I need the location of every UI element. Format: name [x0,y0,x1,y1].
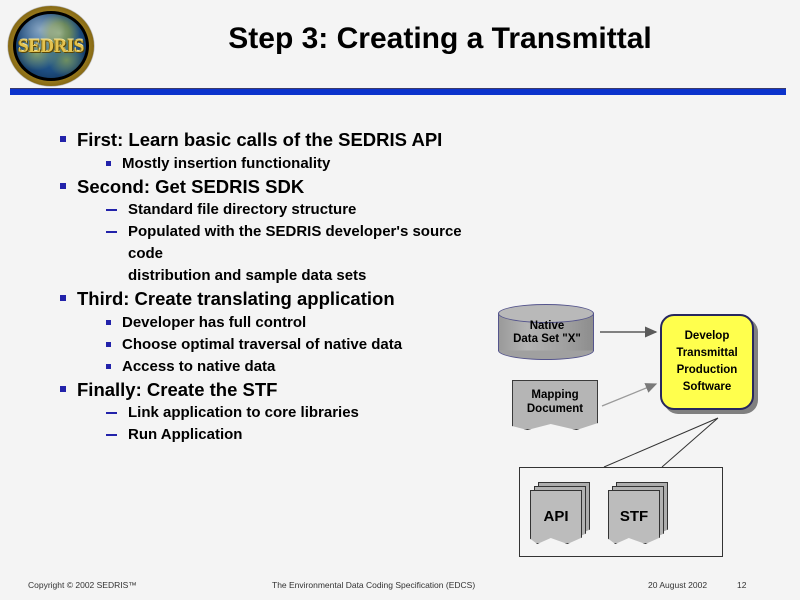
dash-bullet-icon [106,412,117,414]
bullet-text: First: Learn basic calls of the SEDRIS A… [77,129,443,150]
outputs-callout-box [519,467,723,557]
document-icon [530,490,582,544]
square-bullet-icon [60,295,66,301]
bullet-text: Standard file directory structure [128,201,357,218]
bullet-list: First: Learn basic calls of the SEDRIS A… [60,128,490,446]
stf-label: STF [619,508,649,525]
process-box: Develop Transmittal Production Software [660,314,754,410]
bullet-text: Third: Create translating application [77,288,395,309]
sedris-globe-logo-icon: SEDRIS [8,6,94,86]
bullet-text: Mostly insertion functionality [122,154,331,172]
process-box-line3: Production [676,364,738,376]
list-item: Mostly insertion functionality [106,153,490,175]
footer-subtitle: The Environmental Data Coding Specificat… [272,580,476,590]
list-item: Developer has full control [106,312,490,334]
title-divider-rule [10,88,786,95]
native-dataset-line1: Native [529,320,565,332]
bullet-text-continuation: distribution and sample data sets [128,267,367,284]
square-bullet-icon [60,385,66,392]
stf-document-stack: STF [608,482,668,544]
footer-date: 20 August 2002 [648,580,708,590]
logo-wordmark: SEDRIS [18,36,84,57]
bullet-text: Link application to core libraries [128,404,359,421]
process-box-label: Develop Transmittal Production Software [662,328,752,396]
square-bullet-icon [106,160,111,166]
document-icon [512,380,598,430]
globe-icon [16,14,86,78]
list-item: First: Learn basic calls of the SEDRIS A… [60,128,490,153]
bullet-text: Populated with the SEDRIS developer's so… [128,223,462,262]
dash-bullet-icon [106,434,117,436]
document-icon [608,490,660,544]
mapping-document-label: Mapping Document [512,388,598,416]
bullet-text: Access to native data [122,357,276,375]
logo-black-field [13,11,89,81]
footer-page-number: 12 [737,580,747,590]
square-bullet-icon [60,136,66,142]
mapping-document-line2: Document [526,403,584,415]
list-item: Run Application [106,424,490,446]
square-bullet-icon [106,319,111,325]
bullet-text: Second: Get SEDRIS SDK [77,175,305,197]
bullet-text: Developer has full control [122,313,307,331]
list-item: Link application to core libraries [106,402,490,424]
mapping-document-shape: Mapping Document [512,380,598,430]
list-item: Third: Create translating application [60,287,490,312]
api-document-stack: API [530,482,590,544]
native-dataset-cylinder: Native Data Set "X" [498,304,596,360]
list-item: Populated with the SEDRIS developer's so… [106,221,490,265]
list-item: Second: Get SEDRIS SDK [60,175,490,200]
page-title: Step 3: Creating a Transmittal [228,22,652,55]
square-bullet-icon [106,363,111,369]
square-bullet-icon [60,182,66,189]
bullet-text: Finally: Create the STF [77,378,278,400]
mapping-document-line1: Mapping [531,389,579,401]
diagram-connectors [600,326,719,468]
workflow-diagram: Native Data Set "X" Mapping Document Dev… [490,296,790,566]
bullet-text: Run Application [128,426,243,443]
dash-bullet-icon [106,231,117,233]
process-box-line1: Develop [684,330,730,342]
arrow-mapping-to-process [601,383,658,407]
process-box-line2: Transmittal [676,347,738,359]
callout-pointer-to-process [603,417,719,468]
list-item: Choose optimal traversal of native data [106,334,490,356]
native-dataset-line2: Data Set "X" [513,333,581,345]
square-bullet-icon [106,341,111,347]
dash-bullet-icon [106,209,117,211]
bullet-text: Choose optimal traversal of native data [122,335,403,353]
list-item: Access to native data [106,356,490,378]
list-item: Finally: Create the STF [60,378,490,403]
footer-copyright: Copyright © 2002 SEDRIS™ [28,580,137,590]
native-dataset-label: Native Data Set "X" [498,320,596,346]
list-item: Standard file directory structure [106,199,490,221]
cylinder-top [498,304,594,323]
api-label: API [543,508,569,525]
process-box-line4: Software [682,381,732,393]
